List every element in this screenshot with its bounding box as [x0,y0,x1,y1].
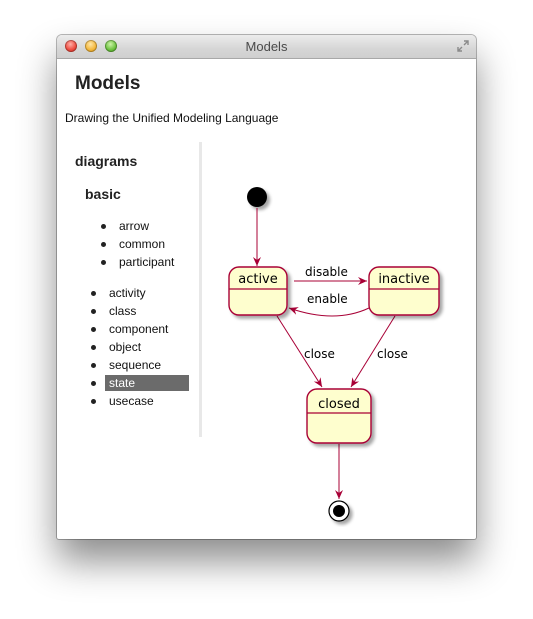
nav-item-common[interactable]: common [99,236,183,254]
nav-heading-basic: basic [85,186,121,202]
state-label-inactive: inactive [378,272,429,287]
transition-disable: disable [294,265,367,285]
nav-item-label[interactable]: arrow [119,219,150,233]
app-window: Models Models Drawing the Unified Modeli… [57,35,476,539]
nav-item-class[interactable]: class [89,303,173,321]
nav-item-usecase[interactable]: usecase [89,393,173,411]
state-closed[interactable]: closed [306,388,372,444]
nav-item-label[interactable]: activity [109,286,146,300]
nav-item-label[interactable]: class [109,304,137,318]
nav-item-label[interactable]: usecase [109,394,154,408]
window-title: Models [245,39,288,54]
nav-item-label[interactable]: object [109,340,142,354]
minimize-window-button[interactable] [85,40,97,52]
initial-state-node [247,187,267,207]
nav-item-activity[interactable]: activity [89,285,173,303]
state-inactive[interactable]: inactive [368,266,440,316]
state-diagram: disable enable close close active [228,187,440,522]
transition-close-from-inactive: close [350,315,408,388]
diagram-nav: diagrams basic arrow common participant … [57,153,201,438]
page-title: Models [75,73,141,94]
nav-item-arrow[interactable]: arrow [99,218,183,236]
state-active[interactable]: active [228,266,288,316]
close-window-button[interactable] [65,40,77,52]
transition-label-disable: disable [305,265,348,279]
nav-item-label[interactable]: sequence [109,358,162,372]
nav-item-label[interactable]: state [105,375,189,391]
transition-label-enable: enable [307,292,348,306]
zoom-window-button[interactable] [105,40,117,52]
transition-close-from-active: close [276,315,335,388]
diagram-list: activity class component object sequence… [89,285,189,411]
transition-label-close: close [377,347,408,361]
nav-item-state[interactable]: state [89,375,189,393]
fullscreen-icon[interactable] [456,39,470,53]
page-subtitle: Drawing the Unified Modeling Language [65,111,279,125]
nav-item-participant[interactable]: participant [99,254,183,272]
sidebar-divider [199,142,202,437]
transition-enable: enable [288,292,370,317]
basic-list: arrow common participant [99,218,183,272]
nav-item-sequence[interactable]: sequence [89,357,173,375]
final-state-node [328,500,350,522]
nav-item-label[interactable]: common [119,237,166,251]
nav-heading-diagrams: diagrams [75,153,138,169]
transition-label-close: close [304,347,335,361]
nav-item-label[interactable]: component [109,322,169,336]
title-bar[interactable]: Models [57,35,476,59]
page-content: Models Drawing the Unified Modeling Lang… [57,59,476,539]
nav-item-label[interactable]: participant [119,255,175,269]
state-label-closed: closed [318,397,360,412]
state-label-active: active [238,272,278,287]
nav-item-component[interactable]: component [89,321,173,339]
nav-item-object[interactable]: object [89,339,173,357]
